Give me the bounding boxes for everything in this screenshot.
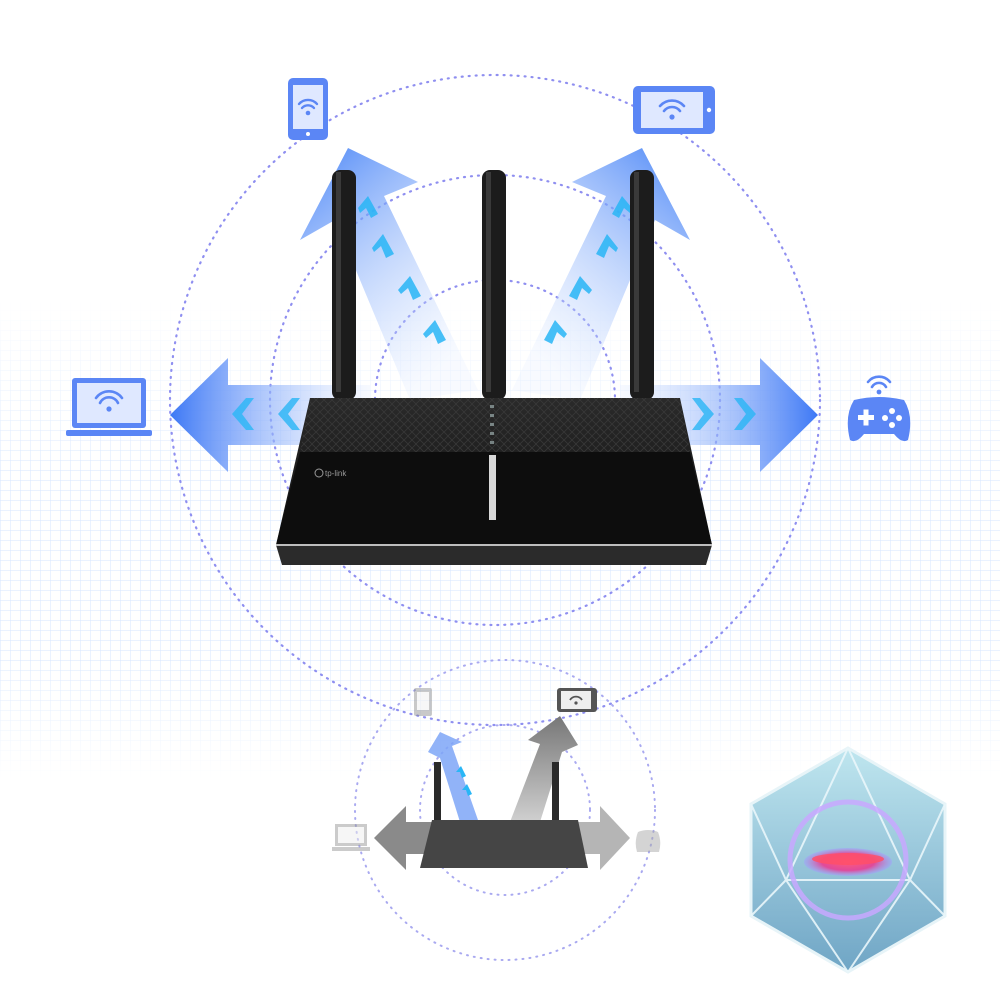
comparison-arrow-up-right [510,716,578,822]
comparison-router-illustration [332,659,661,961]
brand-logo: tp-link [325,469,347,478]
smartphone-wifi-icon [288,78,328,140]
led-strip [489,455,496,520]
antenna-center [482,170,506,400]
hexagon-badge [749,746,947,974]
laptop-wifi-icon [66,378,152,436]
comparison-phone-icon [414,688,432,716]
comparison-router-body [420,820,588,868]
antenna-left [332,170,356,400]
comparison-tablet-icon [557,688,597,712]
comparison-laptop-icon [332,824,370,851]
gamepad-wifi-icon [847,375,911,442]
router-body: tp-link [276,398,712,565]
comparison-gamepad-icon [635,830,661,852]
comparison-arrow-up-left [428,732,478,822]
antenna-right [630,170,654,400]
tablet-wifi-icon [633,86,715,134]
router-antennas [332,170,654,400]
